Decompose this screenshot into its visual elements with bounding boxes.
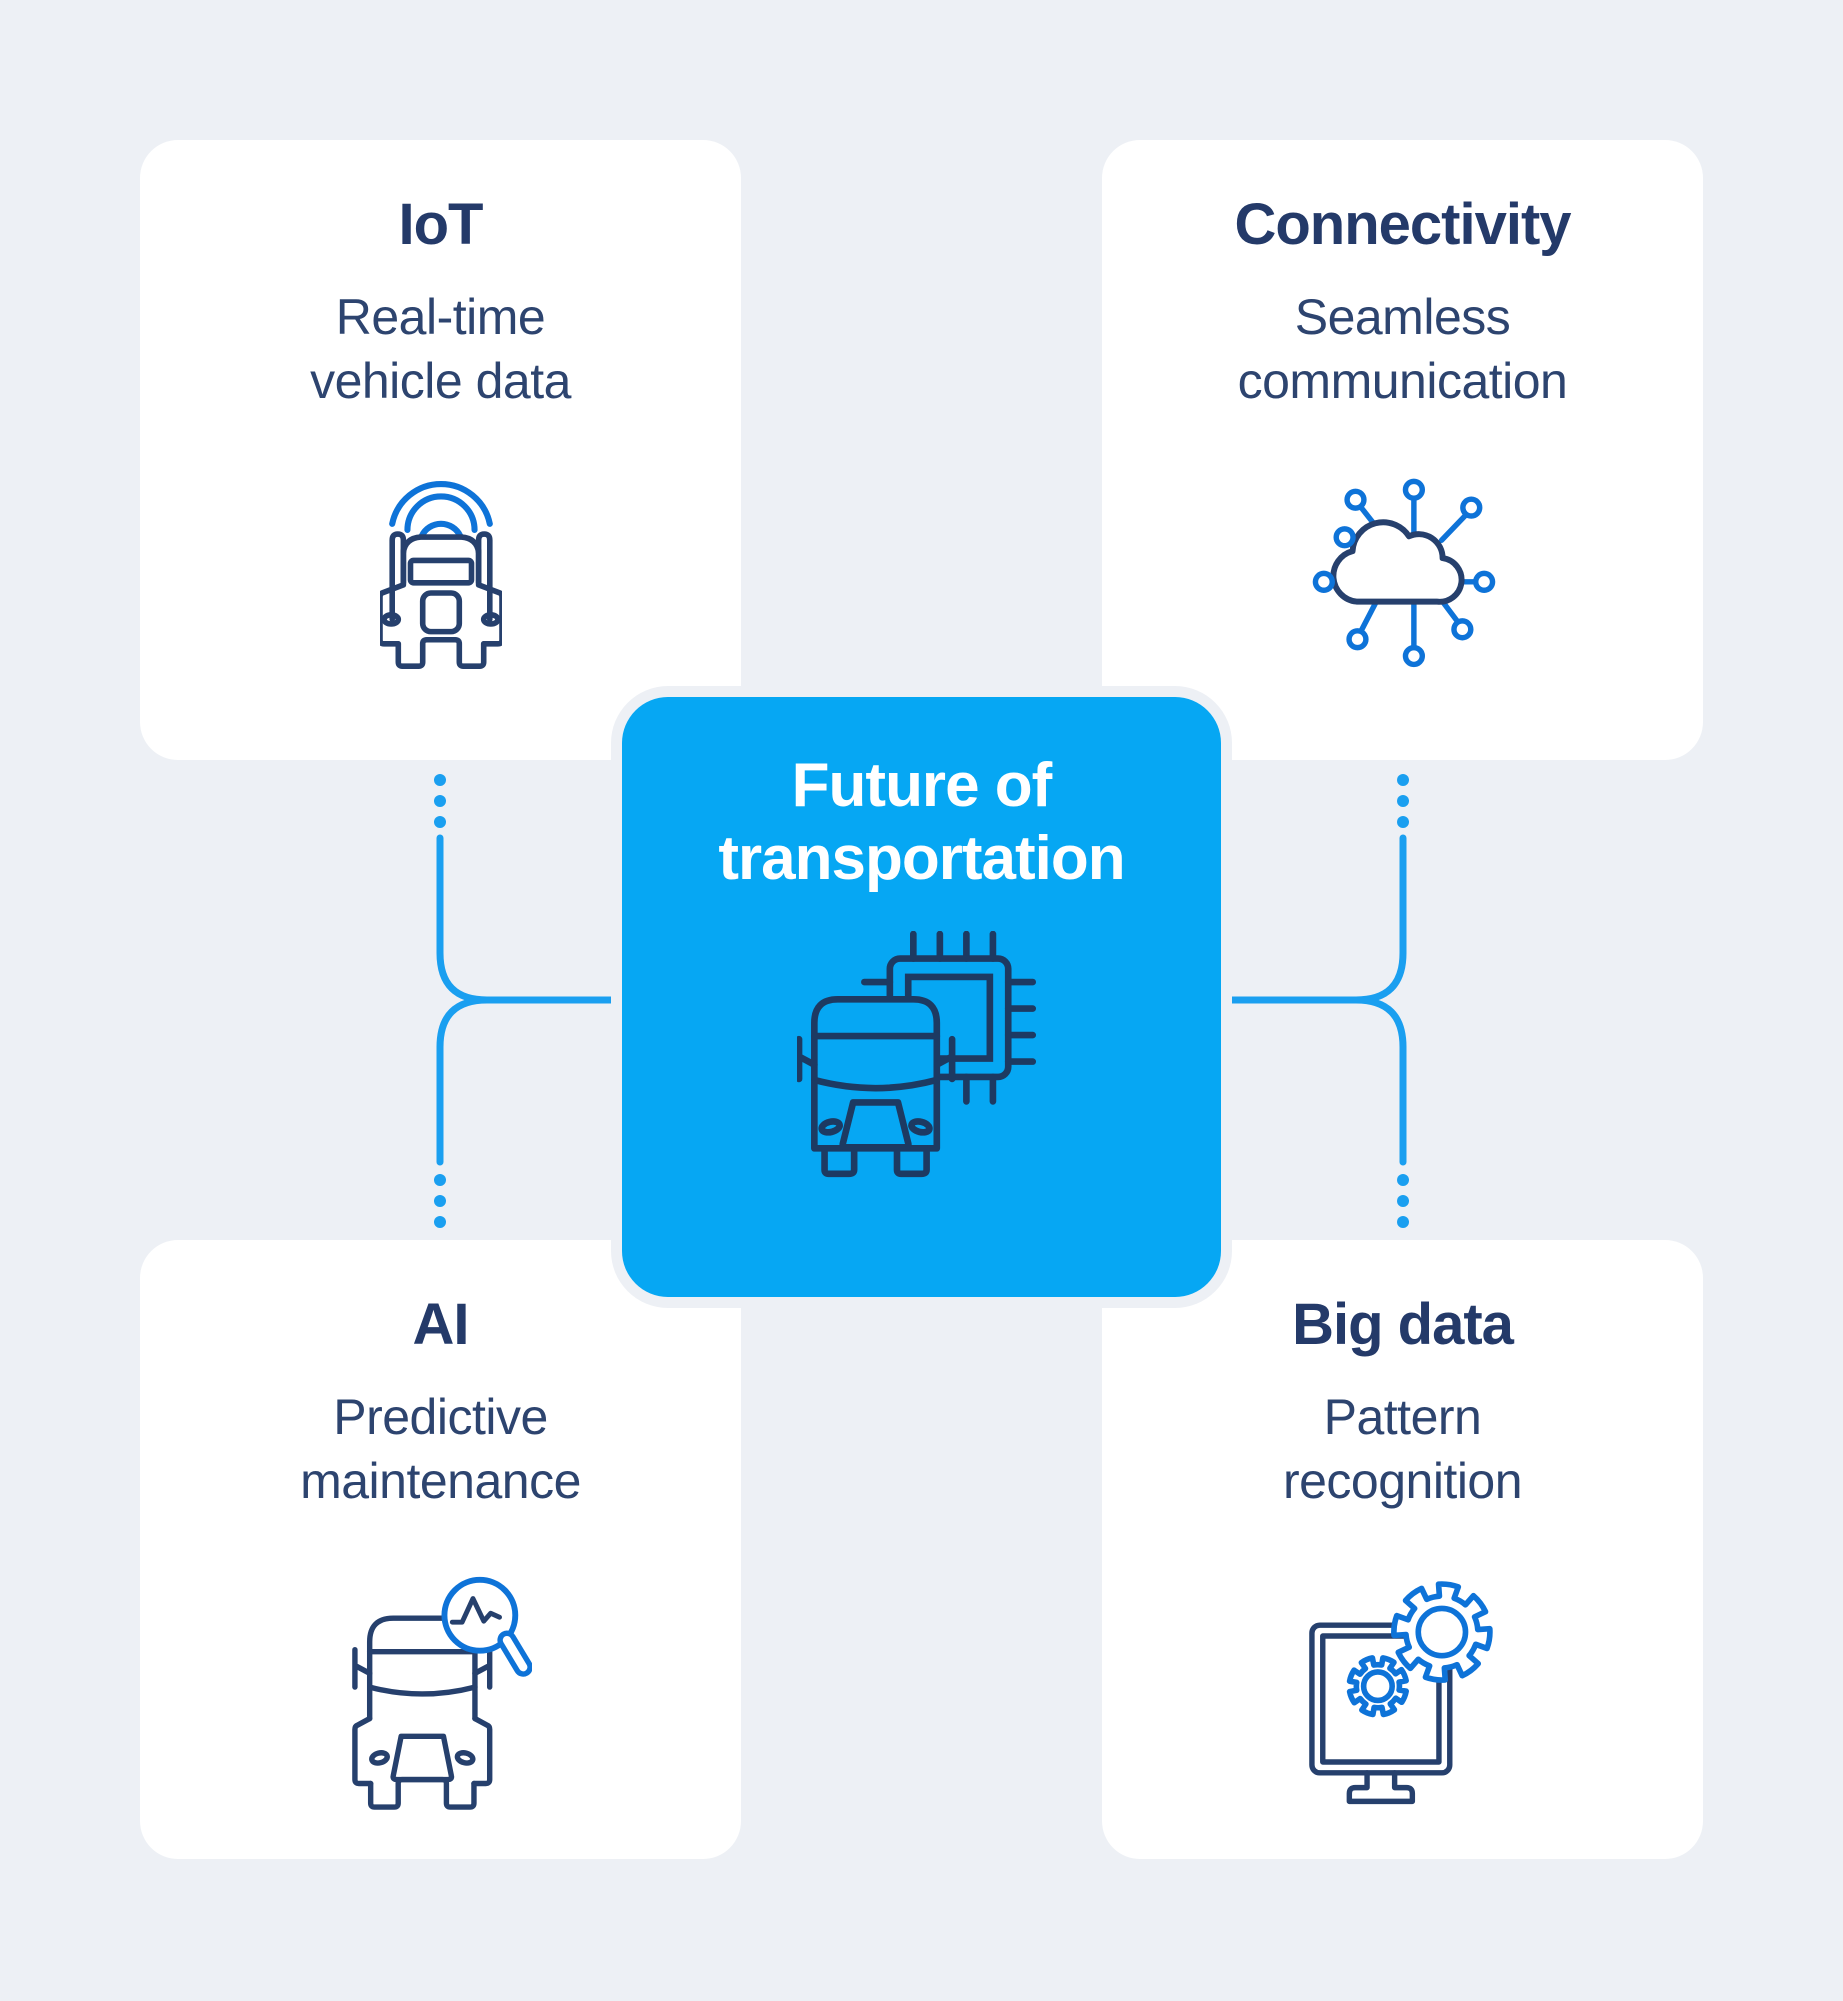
truck-chip-icon: [796, 931, 1036, 1178]
connector-left-top: [436, 834, 644, 1004]
connector-right-top: [1199, 834, 1407, 1004]
card-iot: IoT Real-time vehicle data: [140, 140, 741, 760]
connector-dots: [434, 774, 1409, 1228]
truck-magnifier-icon: [351, 1576, 532, 1810]
cloud-network-icon: [1312, 478, 1495, 667]
card-bigdata-subtitle: Pattern recognition: [1282, 1388, 1523, 1509]
connector-right-bottom: [1352, 996, 1407, 1166]
card-iot-title: IoT: [398, 192, 484, 257]
monitor-gears-icon: [1308, 1571, 1499, 1804]
card-ai: AI Predictive maintenance: [140, 1240, 741, 1859]
truck-wifi-icon: [379, 480, 502, 669]
card-connectivity-subtitle: Seamless communication: [1237, 288, 1568, 409]
card-bigdata: Big data Pattern recognition: [1102, 1240, 1703, 1859]
card-connectivity: Connectivity Seamless communication: [1102, 140, 1703, 760]
card-connectivity-title: Connectivity: [1234, 192, 1571, 257]
center-card-title: Future of transportation: [718, 751, 1125, 894]
card-bigdata-title: Big data: [1292, 1292, 1514, 1357]
card-ai-subtitle: Predictive maintenance: [300, 1388, 581, 1509]
connector-left-bottom: [436, 996, 491, 1166]
center-card-future-of-transportation: Future of transportation: [622, 697, 1221, 1297]
card-iot-subtitle: Real-time vehicle data: [310, 288, 571, 409]
card-ai-title: AI: [412, 1292, 470, 1357]
